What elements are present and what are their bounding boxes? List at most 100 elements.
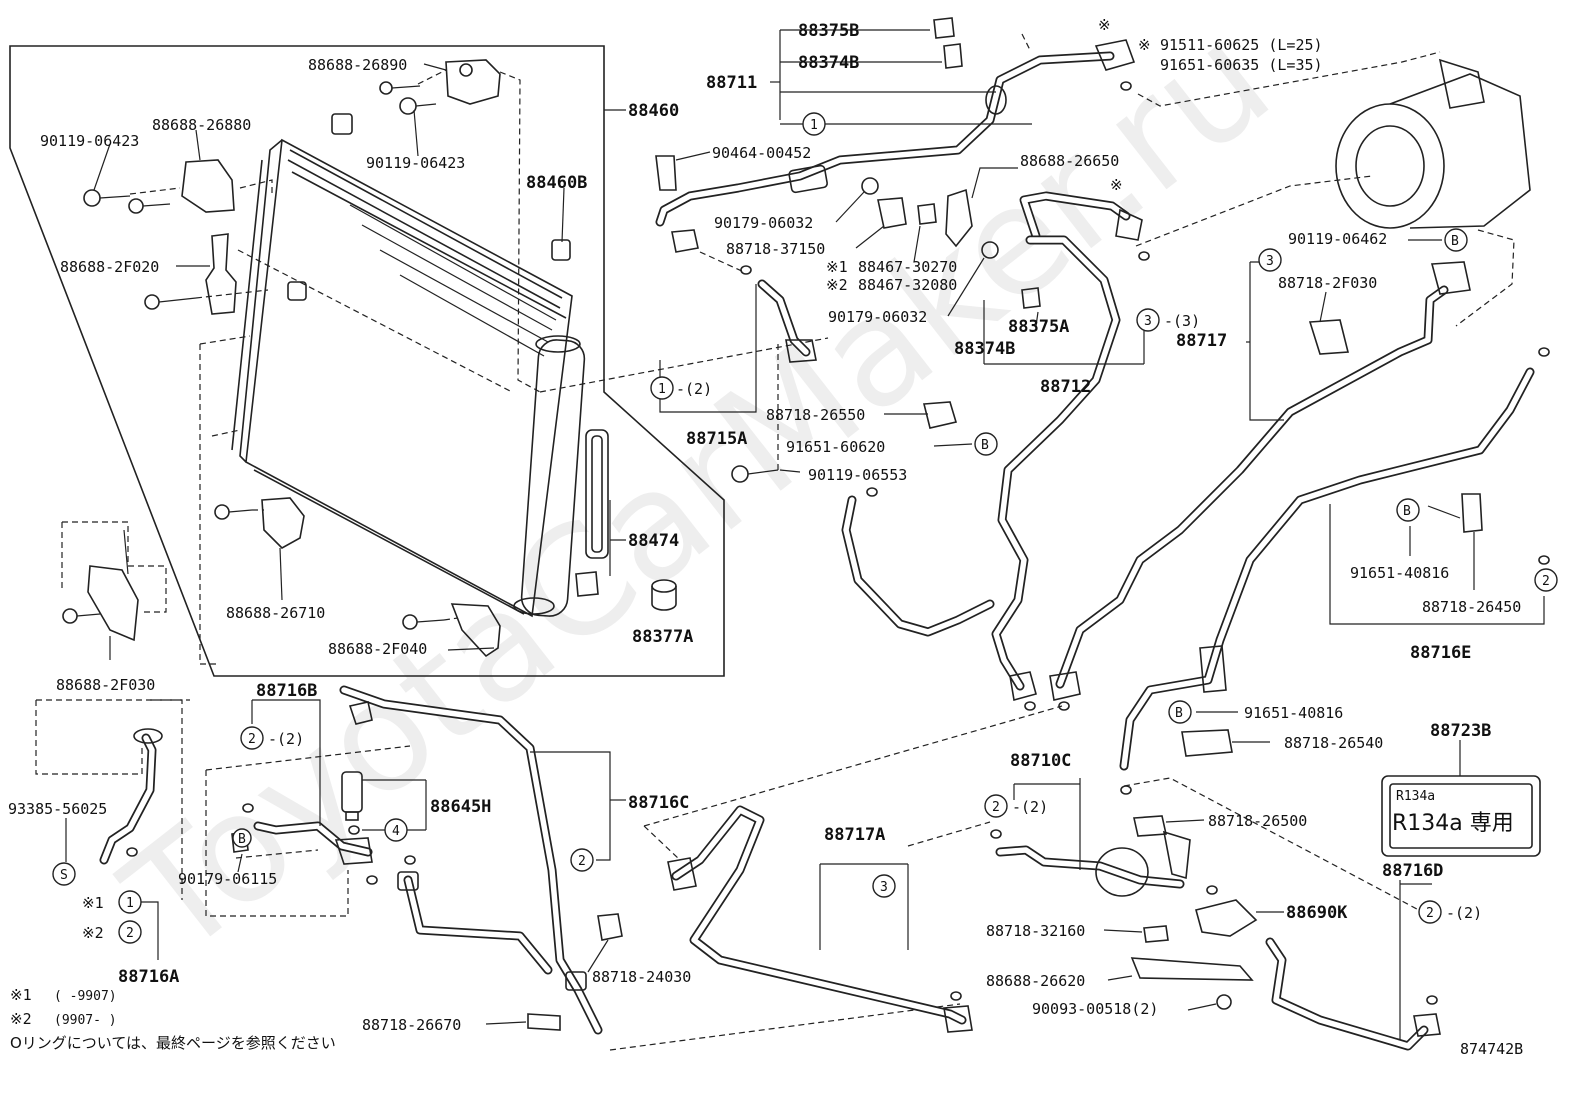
label-88645H: 88645H xyxy=(430,797,491,817)
kome2-mark-88467: ※2 xyxy=(826,276,848,294)
label-91651-40816-upper: 91651-40816 xyxy=(1350,564,1449,582)
clamp-88718-26540 xyxy=(1181,729,1233,757)
kome1-mark-88467: ※1 xyxy=(826,258,848,276)
pressure-switch-88645H xyxy=(341,771,363,821)
label-88718-32160: 88718-32160 xyxy=(986,922,1085,940)
o-rings xyxy=(126,81,1550,1005)
ref-circle-B-90179: B xyxy=(238,832,246,847)
label-88716E: 88716E xyxy=(1410,643,1471,663)
hose-88712 xyxy=(991,191,1143,702)
label-91511-60625: 91511-60625 (L=25) xyxy=(1160,36,1323,54)
kome-mark-label: ※ xyxy=(1138,36,1151,54)
kome1-mark-88716A: ※1 xyxy=(82,894,104,912)
label-88460: 88460 xyxy=(628,101,679,121)
ref-circle-2-88716B: 2 xyxy=(248,732,256,747)
bracket-88688-2F020 xyxy=(205,233,237,315)
ref-circle-B-b: B xyxy=(1451,234,1459,249)
pipe-88710C xyxy=(995,830,1191,897)
cap-88375B xyxy=(933,17,955,39)
cap-88375A xyxy=(1021,287,1041,309)
clamp-88718-26670 xyxy=(527,1013,561,1031)
label-90179-06032-upper: 90179-06032 xyxy=(714,214,813,232)
label-90119-06423-top: 90119-06423 xyxy=(366,154,465,172)
label-90119-06423-left: 90119-06423 xyxy=(40,132,139,150)
ref-circle-1-top: 1 xyxy=(810,118,818,133)
label-88375B: 88375B xyxy=(798,21,859,41)
bracket-88688-26880 xyxy=(181,159,235,213)
label-91651-40816-lower: 91651-40816 xyxy=(1244,704,1343,722)
label-88718-24030: 88718-24030 xyxy=(592,968,691,986)
label-88688-26880: 88688-26880 xyxy=(152,116,251,134)
ref-circle-2-88716E: 2 xyxy=(1542,574,1550,589)
label-88718-26550: 88718-26550 xyxy=(766,406,865,424)
label-90464-00452: 90464-00452 xyxy=(712,144,811,162)
pipe-88716B xyxy=(253,821,373,865)
clip-88460B xyxy=(551,239,571,261)
pipe-88716D xyxy=(1265,937,1441,1051)
pressure-sensor-88718-26450 xyxy=(1461,493,1483,533)
bracket-88690K xyxy=(1195,899,1258,937)
watermark: ToyotaCarMaker.ru xyxy=(94,0,1301,989)
clamp-88718-26500 xyxy=(1133,815,1167,837)
bolt-90119-06553 xyxy=(731,465,779,483)
label-88715A: 88715A xyxy=(686,429,747,449)
bolt-left-a xyxy=(83,189,131,207)
note-1-text: ( -9907) xyxy=(54,989,117,1004)
clamp-88718-2F030 xyxy=(1308,319,1350,355)
ref-circle-B-c: B xyxy=(1403,504,1411,519)
label-plate-88723B: R134a R134a 専用 xyxy=(1381,775,1541,857)
label-88712: 88712 xyxy=(1040,377,1091,397)
ref-circle-1-88715A: 1 xyxy=(658,382,666,397)
pipe-88716C xyxy=(339,685,603,1035)
label-91651-60620: 91651-60620 xyxy=(786,438,885,456)
ref-circle-2-88710C: 2 xyxy=(992,800,1000,815)
note-1-mark: ※1 xyxy=(10,986,32,1004)
bracket-88688-26650 xyxy=(945,188,973,248)
bolt-left-c xyxy=(144,294,197,310)
label-88688-26890: 88688-26890 xyxy=(308,56,407,74)
ref-3-3-suffix: -(3) xyxy=(1164,312,1200,330)
cap-90179-06032-upper xyxy=(861,177,879,195)
kome-mark-top: ※ xyxy=(1098,16,1111,34)
label-88467-32080: 88467-32080 xyxy=(858,276,957,294)
clip-mid xyxy=(287,281,307,301)
label-88711: 88711 xyxy=(706,73,757,93)
clamp-88718-26550 xyxy=(922,401,958,429)
diagram-id: 874742B xyxy=(1460,1040,1523,1058)
circled-references: 1 1 -(2) 3 -(3) 3 B B B B 2 2 -(2) 4 2 3… xyxy=(52,112,1558,944)
ref-circle-3-88717: 3 xyxy=(1266,254,1274,269)
bracket-88688-2F040 xyxy=(450,603,501,658)
pipe-88715A xyxy=(757,279,817,363)
note-oring: Oリングについては、最終ページを参照ください xyxy=(10,1034,336,1052)
label-88716D: 88716D xyxy=(1382,861,1443,881)
compressor xyxy=(1335,58,1531,229)
ref-1-2-suffix: -(2) xyxy=(676,380,712,398)
label-88717A: 88717A xyxy=(824,825,885,845)
label-93385-56025: 93385-56025 xyxy=(8,800,107,818)
clip-90464-00452 xyxy=(655,155,677,191)
label-88716A: 88716A xyxy=(118,967,179,987)
label-88710C: 88710C xyxy=(1010,751,1071,771)
pipe-88717 xyxy=(1049,261,1471,701)
label-88718-37150: 88718-37150 xyxy=(726,240,825,258)
bolt-left-b xyxy=(128,198,171,214)
pipe-88716E xyxy=(1119,367,1535,771)
note-2-mark: ※2 xyxy=(10,1010,32,1028)
clip-88718-32160 xyxy=(1143,925,1169,943)
label-88460B: 88460B xyxy=(526,173,587,193)
label-88723B: 88723B xyxy=(1430,721,1491,741)
ref-circle-B-d: B xyxy=(1175,706,1183,721)
bracket-88688-26710 xyxy=(261,497,305,549)
kome-marks: ※ ※ ※ ※1 ※2 ※1 ※2 xyxy=(82,16,1151,942)
bracket-88688-26890 xyxy=(445,59,501,105)
ref-circle-1-88716A: 1 xyxy=(126,896,134,911)
ref-2-2-suffix-88710C: -(2) xyxy=(1012,798,1048,816)
label-90179-06115: 90179-06115 xyxy=(178,870,277,888)
ref-circle-S: S xyxy=(60,868,68,883)
label-90179-06032-lower: 90179-06032 xyxy=(828,308,927,326)
bracket-88688-26620 xyxy=(1130,957,1254,981)
bolt-upper-a xyxy=(379,81,421,95)
bolt-stay xyxy=(62,608,101,624)
label-88718-26450: 88718-26450 xyxy=(1422,598,1521,616)
